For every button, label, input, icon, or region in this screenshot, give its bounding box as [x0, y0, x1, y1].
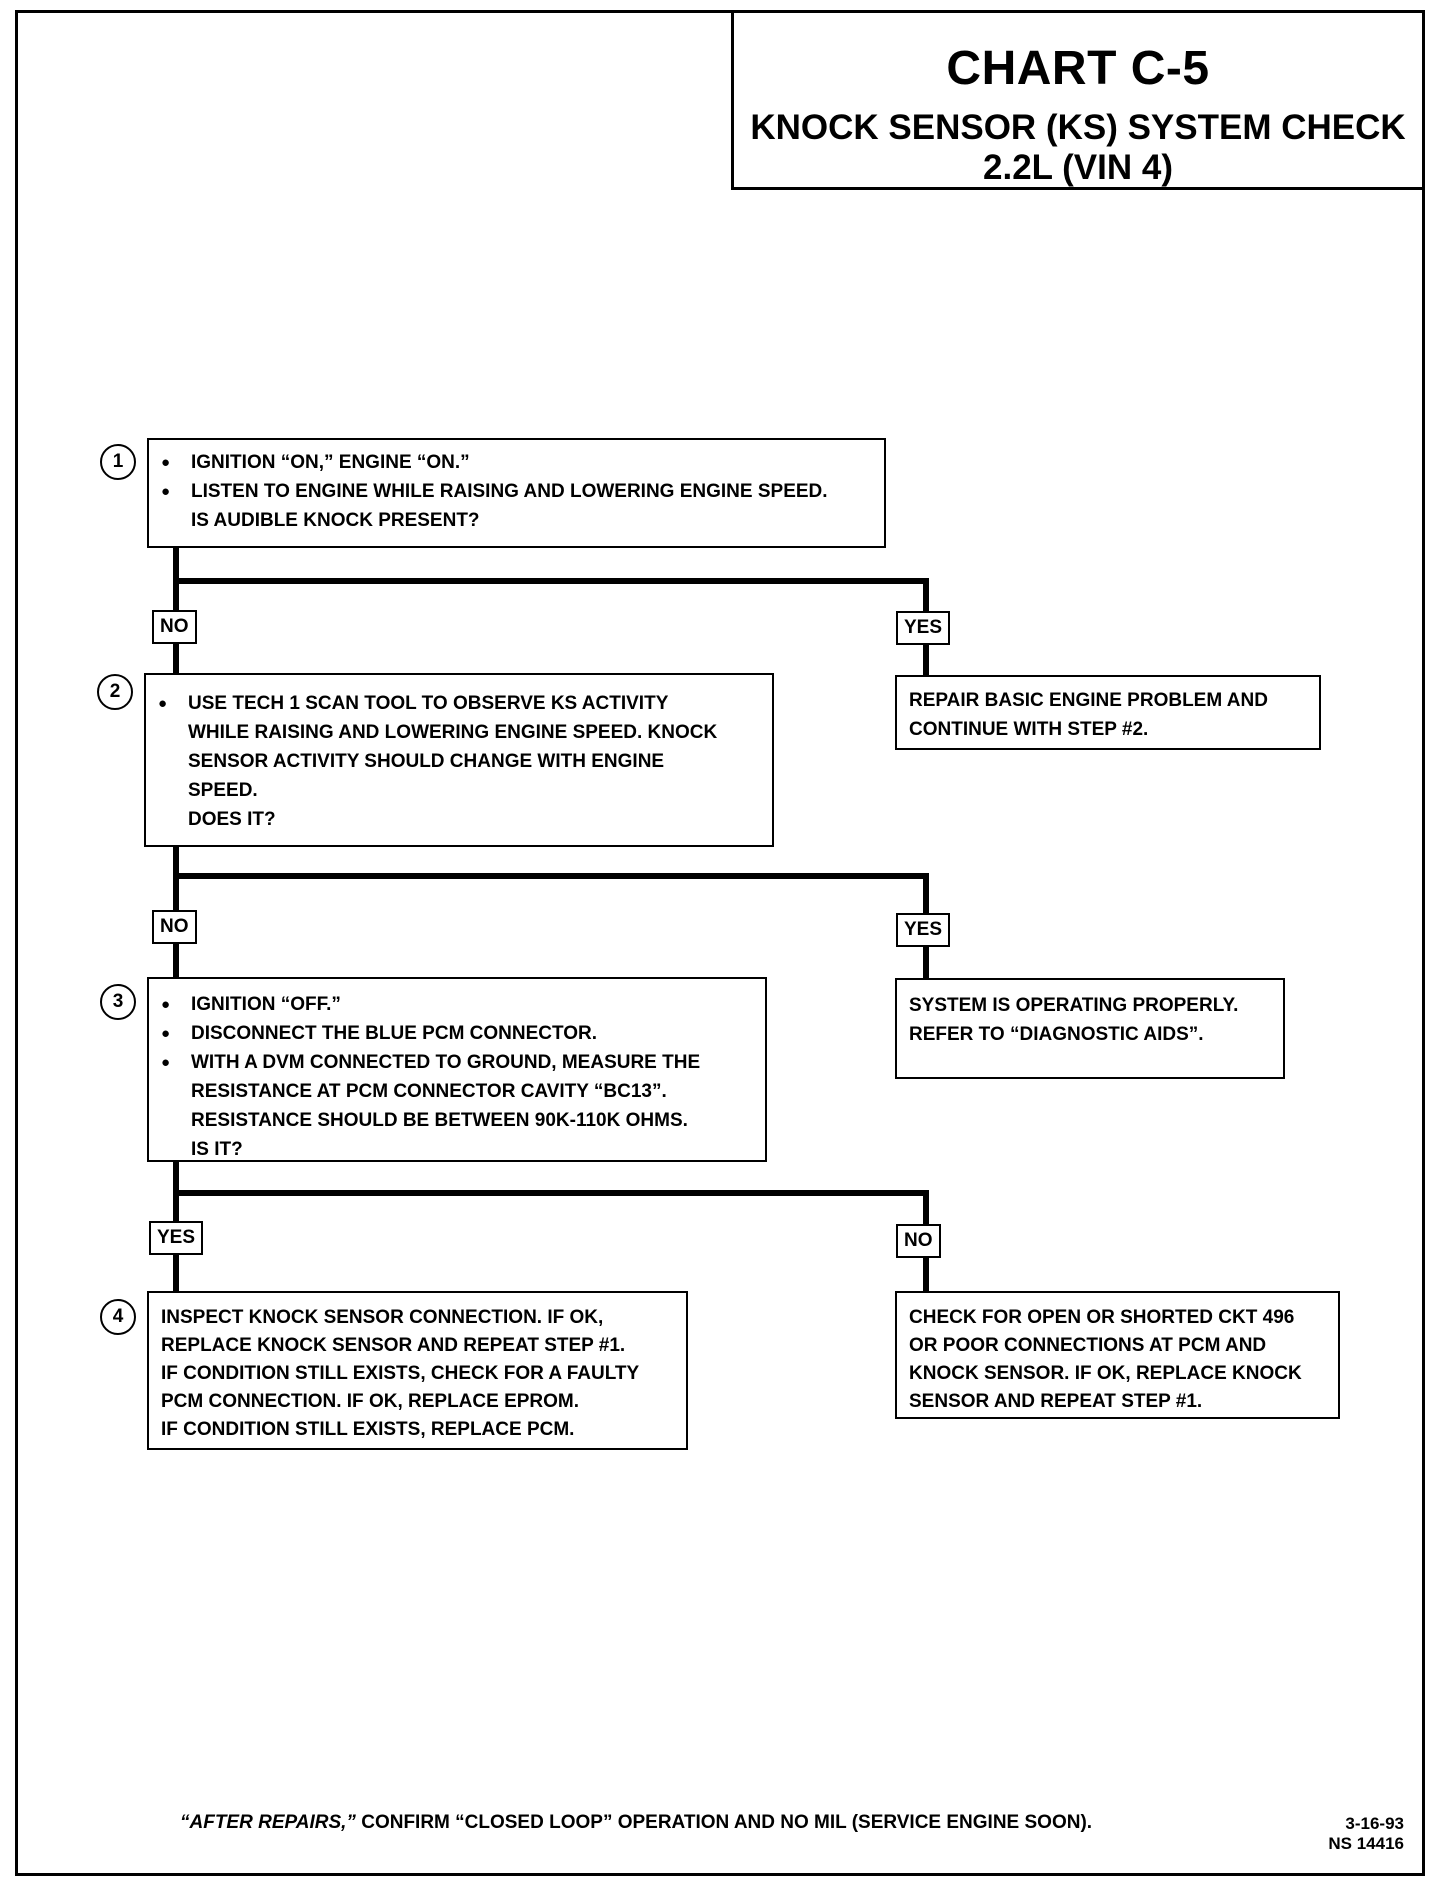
connector-line — [173, 578, 929, 584]
step-4-box: INSPECT KNOCK SENSOR CONNECTION. IF OK, … — [147, 1291, 688, 1450]
chart-subtitle: KNOCK SENSOR (KS) SYSTEM CHECK — [750, 108, 1406, 147]
branch-yes-label: YES — [896, 913, 951, 947]
step-number-1: 1 — [100, 444, 136, 480]
page-frame — [15, 10, 1425, 1876]
result-repair-engine-box: REPAIR BASIC ENGINE PROBLEM AND CONTINUE… — [895, 675, 1321, 750]
result-text: KNOCK SENSOR. IF OK, REPLACE KNOCK — [909, 1363, 1302, 1384]
step-number-3: 3 — [100, 984, 136, 1020]
result-text: CONTINUE WITH STEP #2. — [909, 719, 1149, 740]
footer-doc-number: NS 14416 — [1328, 1834, 1404, 1853]
result-text: SENSOR AND REPEAT STEP #1. — [909, 1391, 1203, 1412]
footer-note: “AFTER REPAIRS,” CONFIRM “CLOSED LOOP” O… — [180, 1812, 1092, 1834]
step-2-box: USE TECH 1 SCAN TOOL TO OBSERVE KS ACTIV… — [144, 673, 774, 847]
step-3-box: IGNITION “OFF.” DISCONNECT THE BLUE PCM … — [147, 977, 767, 1162]
step-4-text: REPLACE KNOCK SENSOR AND REPEAT STEP #1. — [161, 1335, 626, 1356]
step-3-bullet: WITH A DVM CONNECTED TO GROUND, MEASURE … — [161, 1048, 755, 1077]
step-2-bullet: USE TECH 1 SCAN TOOL TO OBSERVE KS ACTIV… — [158, 689, 762, 718]
branch-yes-label: YES — [896, 611, 951, 645]
step-3-bullet: DISCONNECT THE BLUE PCM CONNECTOR. — [161, 1019, 755, 1048]
result-text: CHECK FOR OPEN OR SHORTED CKT 496 — [909, 1307, 1295, 1328]
step-2-text: SPEED. — [188, 780, 258, 801]
step-1-bullet: IGNITION “ON,” ENGINE “ON.” — [161, 448, 874, 477]
step-1-box: IGNITION “ON,” ENGINE “ON.” LISTEN TO EN… — [147, 438, 886, 548]
result-text: SYSTEM IS OPERATING PROPERLY. — [909, 995, 1239, 1016]
footer-note-text: CONFIRM “CLOSED LOOP” OPERATION AND NO M… — [355, 1812, 1093, 1833]
connector-line — [173, 873, 929, 879]
footer-note-emphasis: “AFTER REPAIRS,” — [180, 1812, 356, 1833]
step-number-4: 4 — [100, 1299, 136, 1335]
branch-no-label: NO — [152, 910, 197, 944]
step-4-text: PCM CONNECTION. IF OK, REPLACE EPROM. — [161, 1391, 580, 1412]
result-text: OR POOR CONNECTIONS AT PCM AND — [909, 1335, 1267, 1356]
connector-line — [173, 1190, 929, 1196]
step-4-text: INSPECT KNOCK SENSOR CONNECTION. IF OK, — [161, 1307, 604, 1328]
title-block: CHART C-5 KNOCK SENSOR (KS) SYSTEM CHECK… — [731, 10, 1425, 190]
result-text: REPAIR BASIC ENGINE PROBLEM AND — [909, 690, 1268, 711]
step-2-text: SENSOR ACTIVITY SHOULD CHANGE WITH ENGIN… — [188, 751, 665, 772]
chart-title: CHART C-5 — [946, 42, 1210, 95]
step-3-text: RESISTANCE SHOULD BE BETWEEN 90K-110K OH… — [191, 1110, 688, 1131]
step-2-question: DOES IT? — [188, 809, 276, 830]
result-system-ok-box: SYSTEM IS OPERATING PROPERLY. REFER TO “… — [895, 978, 1285, 1079]
step-1-bullet: LISTEN TO ENGINE WHILE RAISING AND LOWER… — [161, 477, 874, 506]
step-1-question: IS AUDIBLE KNOCK PRESENT? — [191, 510, 480, 531]
step-3-bullet: IGNITION “OFF.” — [161, 990, 755, 1019]
branch-yes-label: YES — [149, 1221, 204, 1255]
footer-code: 3-16-93 NS 14416 — [1328, 1814, 1404, 1854]
step-3-text: RESISTANCE AT PCM CONNECTOR CAVITY “BC13… — [191, 1081, 667, 1102]
step-number-2: 2 — [97, 674, 133, 710]
result-text: REFER TO “DIAGNOSTIC AIDS”. — [909, 1024, 1204, 1045]
result-check-circuit-box: CHECK FOR OPEN OR SHORTED CKT 496 OR POO… — [895, 1291, 1340, 1419]
step-2-text: WHILE RAISING AND LOWERING ENGINE SPEED.… — [188, 722, 718, 743]
step-3-question: IS IT? — [191, 1139, 243, 1160]
engine-label: 2.2L (VIN 4) — [983, 148, 1173, 187]
footer-date: 3-16-93 — [1345, 1814, 1404, 1833]
branch-no-label: NO — [896, 1224, 941, 1258]
branch-no-label: NO — [152, 610, 197, 644]
step-4-text: IF CONDITION STILL EXISTS, REPLACE PCM. — [161, 1419, 575, 1440]
step-4-text: IF CONDITION STILL EXISTS, CHECK FOR A F… — [161, 1363, 640, 1384]
